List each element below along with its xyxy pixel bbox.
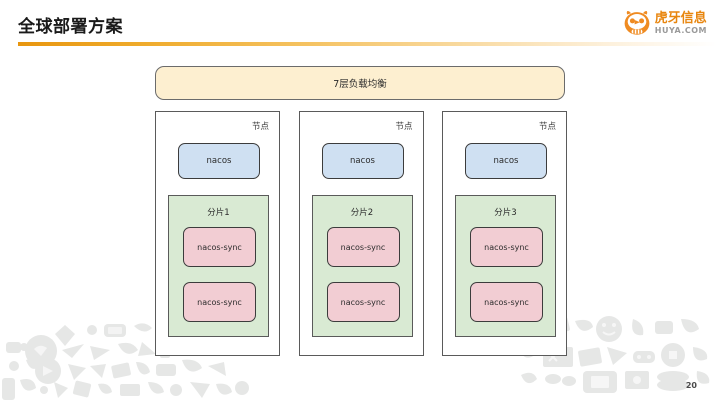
deployment-diagram: 7层负载均衡 节点 nacos 分片1 nacos-sync nacos-syn… [155,66,567,358]
node-caption-3: 节点 [538,122,556,132]
nacos-sync-label-2b: nacos-sync [340,297,386,307]
shard-box-3: 分片3 nacos-sync nacos-sync [455,195,556,337]
node-caption-1: 节点 [251,122,269,132]
nacos-box-1: nacos [178,143,260,179]
header-divider [18,42,717,46]
logo-domain-name: HUYA.COM [654,25,707,35]
logo-text-block: 虎牙信息 HUYA.COM [655,12,707,35]
node-container-3: 节点 nacos 分片3 nacos-sync nacos-sync [442,111,567,356]
shard-label-1: 分片1 [207,208,230,218]
node-container-2: 节点 nacos 分片2 nacos-sync nacos-sync [298,111,424,356]
nacos-sync-box-1a: nacos-sync [183,227,256,267]
nacos-label-3: nacos [493,156,519,166]
nacos-sync-box-3b: nacos-sync [470,282,543,322]
shard-label-3: 分片3 [494,208,517,218]
shard-label-2: 分片2 [350,208,374,218]
nacos-sync-label-2a: nacos-sync [340,242,386,252]
shard-box-2: 分片2 nacos-sync nacos-sync [311,195,413,337]
nacos-sync-box-2a: nacos-sync [326,227,400,267]
logo-chinese-name: 虎牙信息 [654,10,707,26]
huya-logo: 虎牙信息 HUYA.COM [623,8,707,38]
nacos-label-1: nacos [206,156,232,166]
load-balancer-label: 7层负载均衡 [333,79,387,90]
page-title: 全球部署方案 [18,17,123,36]
nacos-sync-box-3a: nacos-sync [470,227,543,267]
nacos-sync-box-1b: nacos-sync [183,282,256,322]
nacos-sync-box-2b: nacos-sync [326,282,400,322]
node-container-1: 节点 nacos 分片1 nacos-sync nacos-sync [155,111,280,356]
node-caption-2: 节点 [395,122,413,132]
load-balancer-box: 7层负载均衡 [155,66,565,100]
nodes-row: 节点 nacos 分片1 nacos-sync nacos-sync 节点 na… [155,111,567,358]
nacos-sync-label-3b: nacos-sync [484,297,529,307]
huya-tiger-face-icon [623,10,651,36]
shard-box-1: 分片1 nacos-sync nacos-sync [168,195,269,337]
page-number: 20 [685,381,697,390]
nacos-sync-label-1a: nacos-sync [197,242,242,252]
nacos-box-3: nacos [465,143,547,179]
nacos-label-2: nacos [350,156,375,166]
nacos-box-2: nacos [321,143,404,179]
nacos-sync-label-1b: nacos-sync [197,297,242,307]
nacos-sync-label-3a: nacos-sync [484,242,529,252]
slide-header: 全球部署方案 虎牙信息 HUYA.COM [0,0,717,46]
